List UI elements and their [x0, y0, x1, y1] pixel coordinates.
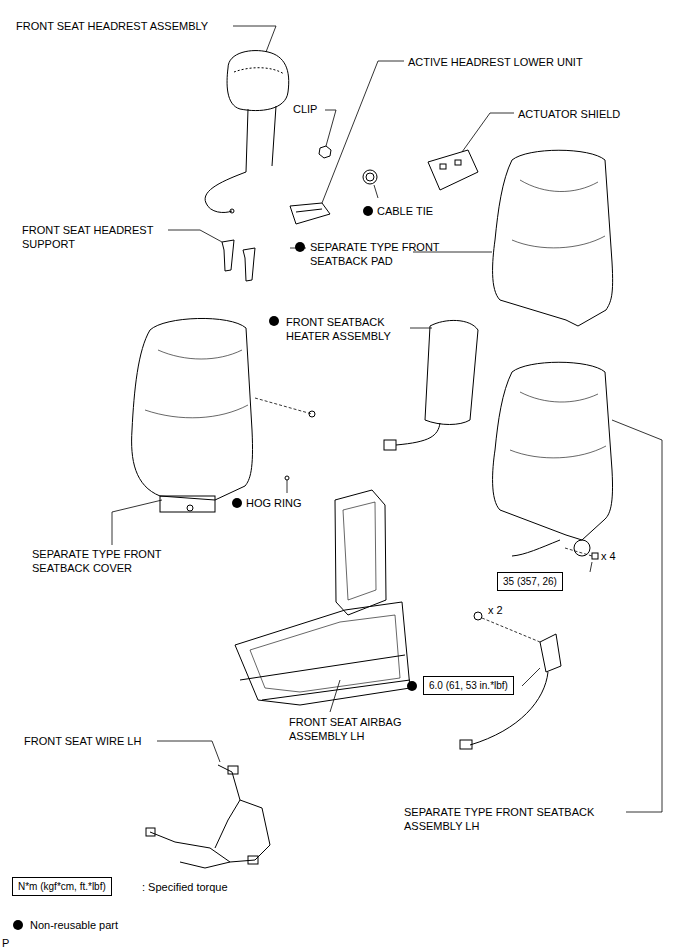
- torque-box: 6.0 (61, 53 in.*lbf): [423, 676, 514, 695]
- part-label: SEPARATE TYPE FRONT SEATBACK COVER: [32, 547, 182, 575]
- part-label: ACTIVE HEADREST LOWER UNIT: [408, 55, 628, 69]
- torque-value: 6.0 (61, 53 in.*lbf): [429, 679, 508, 692]
- part-label: FRONT SEAT HEADREST ASSEMBLY: [16, 19, 246, 33]
- callout-number: x 2: [488, 603, 518, 617]
- torque-value: 35 (357, 26): [503, 575, 557, 588]
- part-label: FRONT SEAT HEADREST SUPPORT: [22, 223, 167, 251]
- part-label: CLIP: [293, 102, 333, 116]
- part-label: SEPARATE TYPE FRONT SEATBACK PAD: [310, 240, 460, 268]
- callout-number: x 4: [601, 549, 631, 563]
- part-label: FRONT SEAT WIRE LH: [24, 734, 164, 748]
- part-label: HOG RING: [246, 496, 326, 510]
- torque-box: N*m (kgf*cm, ft.*lbf): [12, 877, 112, 896]
- torque-box: 35 (357, 26): [497, 572, 563, 591]
- part-label: SEPARATE TYPE FRONT SEATBACK ASSEMBLY LH: [404, 805, 619, 833]
- legend-text: Non-reusable part: [30, 918, 118, 932]
- part-label: ACTUATOR SHIELD: [518, 107, 658, 121]
- legend-marker: [13, 920, 23, 930]
- part-label: FRONT SEAT AIRBAG ASSEMBLY LH: [289, 715, 424, 743]
- part-label: P: [2, 936, 22, 949]
- part-label: CABLE TIE: [377, 204, 457, 218]
- part-label: : Specified torque: [142, 880, 282, 894]
- torque-value: N*m (kgf*cm, ft.*lbf): [18, 880, 106, 893]
- part-label: FRONT SEATBACK HEATER ASSEMBLY: [286, 315, 404, 343]
